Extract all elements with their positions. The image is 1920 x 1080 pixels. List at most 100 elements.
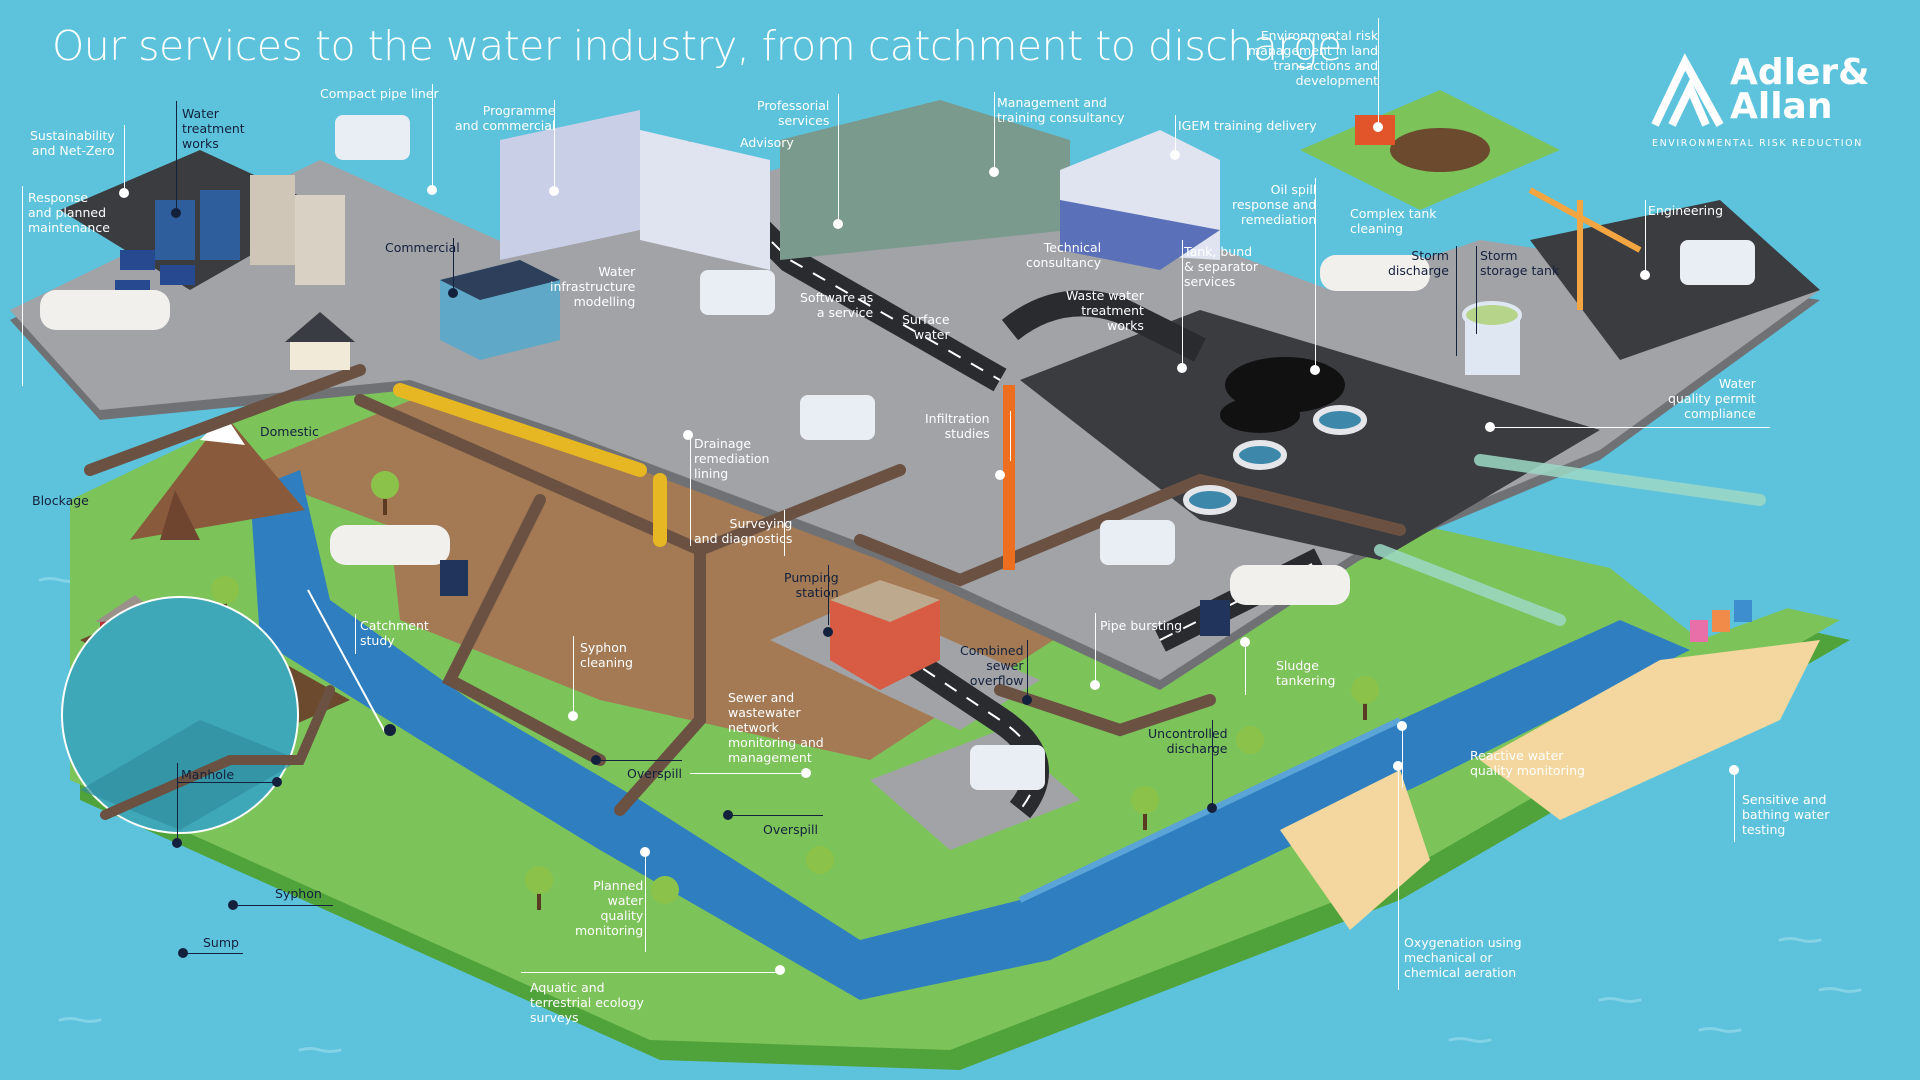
leader-line [233, 905, 333, 907]
brand-logo-mark [1651, 53, 1724, 127]
label-manhole: Manhole [181, 767, 235, 782]
page-title: Our services to the water industry, from… [52, 22, 1342, 70]
leader-dot [427, 185, 437, 195]
leader-line [1175, 115, 1177, 155]
commercial-building [440, 260, 560, 360]
leader-dot [228, 900, 238, 910]
label-professorial-services: Professorial services [757, 98, 830, 128]
leader-dot [1090, 680, 1100, 690]
leader-dot [568, 711, 578, 721]
leader-line [1476, 246, 1478, 334]
label-sensitive-bathing: Sensitive and bathing water testing [1742, 792, 1830, 837]
pumping-station [830, 580, 940, 690]
water-treatment-works [155, 175, 345, 285]
land-transaction-plot [1300, 90, 1560, 210]
label-catchment-study: Catchment study [360, 618, 429, 648]
leader-dot [833, 219, 843, 229]
label-infiltration-studies: Infiltration studies [925, 411, 990, 441]
leader-dot [989, 167, 999, 177]
house [285, 312, 355, 370]
leader-dot [801, 768, 811, 778]
leader-line [573, 636, 575, 716]
leader-dot [683, 430, 693, 440]
label-management-training: Management and training consultancy [997, 95, 1125, 125]
leader-line [784, 510, 786, 556]
leader-line [177, 782, 277, 784]
office-rooms [500, 100, 1220, 270]
beach-huts [1690, 600, 1752, 642]
leader-line [1378, 18, 1380, 126]
leader-dot [775, 965, 785, 975]
leader-line [355, 614, 357, 654]
label-engineering: Engineering [1648, 203, 1723, 218]
label-sump: Sump [203, 935, 239, 950]
leader-line [1490, 427, 1770, 429]
leader-dot [1022, 695, 1032, 705]
label-water-quality-permit: Water quality permit compliance [1668, 376, 1756, 421]
leader-line [1182, 240, 1184, 368]
sewer-pipes [84, 364, 1406, 816]
label-blockage: Blockage [32, 493, 89, 508]
brand-name-line1: Adler& [1730, 52, 1870, 93]
syphon-detail-magnifier [61, 589, 396, 834]
leader-dot [549, 186, 559, 196]
label-overspill-1: Overspill [627, 766, 682, 781]
surface-water-pipe [1003, 385, 1015, 570]
label-pipe-bursting: Pipe bursting [1100, 618, 1183, 633]
label-combined-sewer-overflow: Combined sewer overflow [960, 643, 1024, 688]
label-igem-training: IGEM training delivery [1178, 118, 1317, 133]
leader-line [1027, 640, 1029, 700]
label-advisory: Advisory [740, 135, 794, 150]
leader-line [554, 100, 556, 190]
label-pumping-station: Pumping station [784, 570, 839, 600]
label-env-risk-land: Environmental risk management in land tr… [1248, 28, 1379, 88]
leader-dot [1310, 365, 1320, 375]
leader-dot [640, 847, 650, 857]
leader-line [1402, 728, 1404, 788]
label-sludge-tankering: Sludge tankering [1276, 658, 1336, 688]
label-response-maintenance: Response and planned maintenance [28, 190, 110, 235]
leader-dot [1397, 721, 1407, 731]
label-syphon: Syphon [275, 886, 322, 901]
leader-line [596, 760, 682, 762]
leader-dot [723, 810, 733, 820]
trees [211, 471, 1379, 910]
leader-line [1398, 768, 1400, 990]
label-commercial: Commercial [385, 240, 460, 255]
leader-dot [448, 288, 458, 298]
label-surface-water: Surface water [902, 312, 950, 342]
mountain [130, 415, 305, 540]
label-complex-tank: Complex tank cleaning [1350, 206, 1437, 236]
label-water-treatment-works: Water treatment works [182, 106, 245, 151]
leader-line [22, 186, 24, 386]
label-overspill-2: Overspill [763, 822, 818, 837]
leader-dot [1207, 803, 1217, 813]
label-domestic: Domestic [260, 424, 319, 439]
leader-line [183, 953, 243, 955]
label-syphon-cleaning: Syphon cleaning [580, 640, 633, 670]
label-drainage-remediation: Drainage remediation lining [694, 436, 770, 481]
leader-line [1095, 613, 1097, 683]
label-technical-consultancy: Technical consultancy [1026, 240, 1102, 270]
label-water-infrastructure-modelling: Water infrastructure modelling [550, 264, 636, 309]
leader-dot [1729, 765, 1739, 775]
storm-storage-tank [1462, 301, 1522, 375]
leader-line [690, 436, 692, 546]
water-outflow-pipes [1374, 454, 1766, 626]
leader-dot [119, 188, 129, 198]
label-storm-storage: Storm storage tank [1480, 248, 1560, 278]
leader-line [1245, 640, 1247, 695]
leader-line [432, 84, 434, 188]
label-software-as-service: Software as a service [800, 290, 874, 320]
leader-line [124, 125, 126, 193]
leader-line [1456, 246, 1458, 356]
label-reactive-water-quality: Reactive water quality monitoring [1470, 748, 1585, 778]
leader-line [177, 763, 179, 843]
vehicles [40, 115, 1755, 790]
leader-line [1645, 200, 1647, 275]
label-oil-spill: Oil spill response and remediation [1232, 182, 1317, 227]
brand-name-line2: Allan [1730, 86, 1833, 127]
leader-dot [995, 470, 1005, 480]
